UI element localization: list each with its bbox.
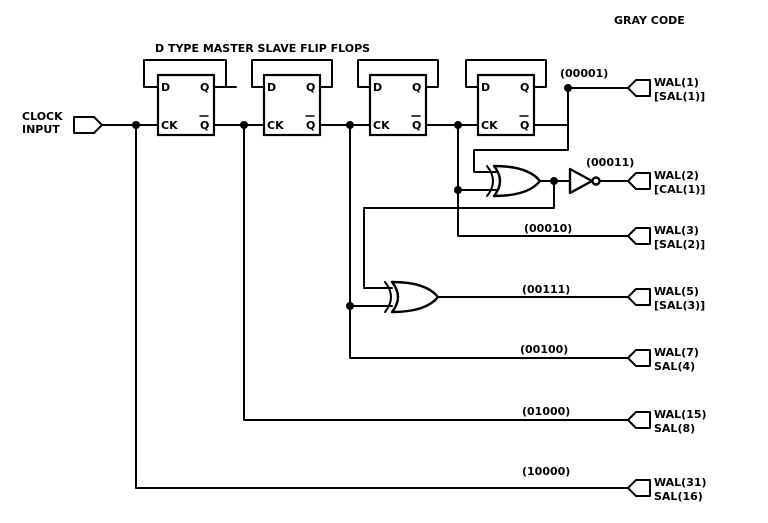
flip-flop-2: D Q CK Q (251, 59, 333, 137)
ff1-qbar-pin: Q (200, 119, 209, 132)
output-2-line1: WAL(2) (654, 169, 699, 182)
ff4-qbar-pin: Q (520, 119, 529, 132)
ff3-ck-pin: CK (373, 119, 390, 132)
output-3-line2: [SAL(2)] (654, 238, 705, 251)
flip-flop-1: D Q CK Q (143, 59, 245, 137)
ff3-d-pin: D (373, 81, 382, 94)
ff4-q-pin: Q (520, 81, 529, 94)
ff4-clock-junction-dot (454, 121, 462, 129)
output-6-line1: WAL(15) (654, 408, 707, 421)
output-1-line2: [SAL(1)] (654, 90, 705, 103)
output-5-line1: WAL(7) (654, 346, 699, 359)
ff4-qbar-output-wire (533, 87, 629, 126)
flip-flop-4: D Q CK Q (465, 59, 547, 137)
output-7-line2: SAL(16) (654, 490, 703, 503)
ff1-d-pin: D (161, 81, 170, 94)
output-2-line2: [CAL(1)] (654, 183, 705, 196)
ff2-qbar-pin: Q (306, 119, 315, 132)
output-3-line1: WAL(3) (654, 224, 699, 237)
ff1-q-pin: Q (200, 81, 209, 94)
xor-gate-2 (384, 280, 440, 314)
signal-code-5: (00100) (520, 343, 568, 356)
output-connector-3 (627, 227, 651, 245)
inverter-gate (568, 167, 601, 195)
ff2-ck-pin: CK (267, 119, 284, 132)
xor-gate-1 (486, 164, 542, 198)
ff3-clock-junction-dot (346, 121, 354, 129)
ff4-ck-pin: CK (481, 119, 498, 132)
signal-code-1: (00001) (560, 67, 608, 80)
output-5-line2: SAL(4) (654, 360, 695, 373)
clock-bus-wire (101, 124, 629, 489)
output-connector-1 (627, 79, 651, 97)
flip-flops-caption: D TYPE MASTER SLAVE FLIP FLOPS (155, 42, 370, 55)
ff3-q-pin: Q (412, 81, 421, 94)
output-connector-2 (627, 172, 651, 190)
output-4-line2: [SAL(3)] (654, 299, 705, 312)
clock-junction-dot (132, 121, 140, 129)
output-4-line1: WAL(5) (654, 285, 699, 298)
output-7-line1: WAL(31) (654, 476, 707, 489)
ff2-q-pin: Q (306, 81, 315, 94)
flip-flop-3: D Q CK Q (357, 59, 439, 137)
xor2-junction-dot (346, 302, 354, 310)
ff1-ck-pin: CK (161, 119, 178, 132)
output-6-line2: SAL(8) (654, 422, 695, 435)
signal-code-4: (00111) (522, 283, 570, 296)
ff4-d-pin: D (481, 81, 490, 94)
output-connector-5 (627, 349, 651, 367)
clock-label-line1: CLOCK (22, 110, 63, 123)
output-connector-6 (627, 411, 651, 429)
signal-code-2: (00011) (586, 156, 634, 169)
output-connector-4 (627, 288, 651, 306)
xor1-input-wires (457, 124, 569, 191)
signal-code-3: (00010) (524, 222, 572, 235)
xor2-input-wires (349, 180, 555, 307)
clock-input-connector (73, 116, 103, 134)
clock-label-line2: INPUT (22, 123, 60, 136)
signal-code-7: (10000) (522, 465, 570, 478)
ff3-qbar-pin: Q (412, 119, 421, 132)
ff2-clock-junction-dot (240, 121, 248, 129)
xor1-junction-dot (454, 186, 462, 194)
output-connector-7 (627, 479, 651, 497)
ff2-d-pin: D (267, 81, 276, 94)
signal-code-6: (01000) (522, 405, 570, 418)
gray-code-title: GRAY CODE (614, 14, 685, 27)
output-1-line1: WAL(1) (654, 76, 699, 89)
